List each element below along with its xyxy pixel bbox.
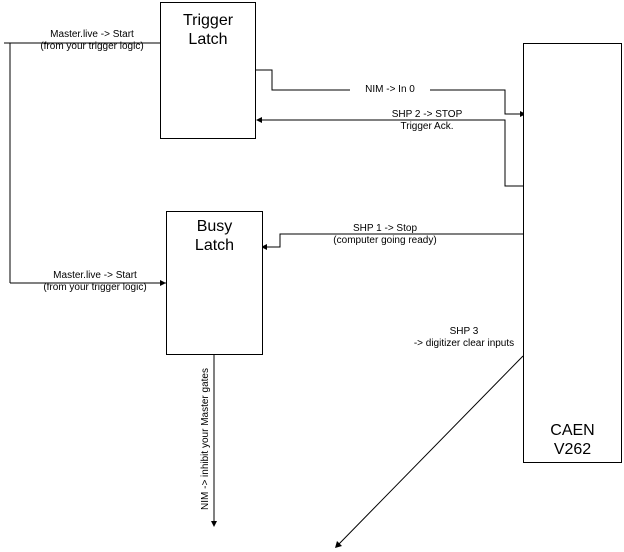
shp2-line — [259, 119, 523, 187]
trigger-latch-title-line1: Trigger — [182, 12, 234, 29]
caen-title-line1: CAEN — [550, 422, 595, 439]
shp3-line1: SHP 3 — [449, 326, 479, 337]
trigger-latch-box: Trigger Latch — [160, 2, 256, 139]
master-live-top-line2: (from your trigger logic) — [40, 41, 144, 52]
shp3-line2: -> digitizer clear inputs — [413, 338, 515, 349]
master-live-top-line1: Master.live -> Start — [50, 29, 134, 40]
busy-latch-title-line1: Busy — [196, 218, 233, 235]
master-live-label-bottom: Master.live -> Start (from your trigger … — [20, 270, 170, 294]
busy-latch-box: Busy Latch — [166, 211, 263, 355]
arrowhead-busy-latch-input — [160, 280, 166, 286]
caen-v262-box: CAEN V262 — [523, 43, 622, 463]
caen-title-line2: V262 — [553, 441, 592, 458]
shp2-label: SHP 2 -> STOP Trigger Ack. — [372, 109, 482, 133]
shp1-line1: SHP 1 -> Stop — [352, 223, 418, 234]
arrowhead-inhibit — [211, 521, 217, 527]
nim-in0-label: NIM -> In 0 — [350, 84, 430, 96]
shp1-line — [264, 233, 523, 248]
busy-latch-title-line2: Latch — [194, 237, 235, 254]
master-live-label-top: Master.live -> Start (from your trigger … — [17, 29, 167, 53]
shp3-line — [337, 355, 524, 546]
master-live-bottom-line2: (from your trigger logic) — [43, 282, 147, 293]
arrowhead-busy-stop — [261, 244, 267, 250]
shp2-line2: Trigger Ack. — [400, 121, 454, 132]
arrowhead-clear — [335, 541, 342, 548]
shp1-label: SHP 1 -> Stop (computer going ready) — [320, 223, 450, 247]
nim-inhibit-label: NIM -> inhibit your Master gates — [200, 368, 211, 510]
trigger-latch-title-line2: Latch — [188, 31, 228, 48]
shp1-line2: (computer going ready) — [333, 235, 437, 246]
shp2-line1: SHP 2 -> STOP — [391, 109, 463, 120]
shp3-label: SHP 3 -> digitizer clear inputs — [394, 326, 534, 350]
master-live-bottom-line1: Master.live -> Start — [53, 270, 137, 281]
arrowhead-trigger-ack — [256, 117, 262, 123]
